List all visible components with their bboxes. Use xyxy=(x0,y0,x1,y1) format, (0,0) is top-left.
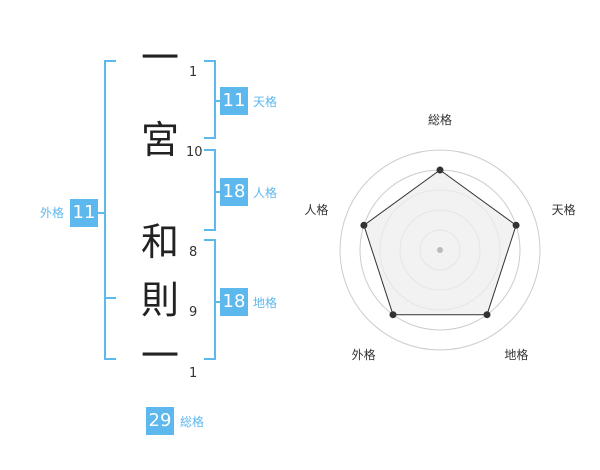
radar-axis-label: 天格 xyxy=(552,202,576,217)
tenkaku-label: 天格 xyxy=(253,95,278,109)
radar-point xyxy=(483,311,491,319)
name-char-2: 宮 xyxy=(140,118,179,162)
name-char-1: 一 xyxy=(140,36,179,80)
stroke-count-4: 9 xyxy=(189,305,198,320)
soukaku-score: 29 xyxy=(146,407,174,435)
jinkaku-bracket xyxy=(204,149,216,231)
gaikaku-score: 11 xyxy=(70,199,98,227)
stroke-count-2: 10 xyxy=(186,145,203,160)
radar-point xyxy=(360,221,368,229)
chikaku-score: 18 xyxy=(220,288,248,316)
stroke-count-3: 8 xyxy=(189,245,198,260)
radar-point xyxy=(436,166,444,174)
tenkaku-score: 11 xyxy=(220,87,248,115)
gaikaku-bracket xyxy=(104,60,116,360)
radar-ring xyxy=(339,149,541,351)
jinkaku-label: 人格 xyxy=(253,186,278,200)
radar-axis-label: 外格 xyxy=(352,347,376,362)
radar-point xyxy=(389,311,397,319)
gaikaku-label: 外格 xyxy=(40,206,65,220)
radar-axis-label: 総格 xyxy=(428,112,452,127)
name-char-5: 一 xyxy=(140,334,179,378)
radar-axis-label: 人格 xyxy=(304,202,328,217)
radar-point xyxy=(512,221,520,229)
name-char-4: 則 xyxy=(140,278,179,322)
radar-area xyxy=(363,169,517,316)
stroke-count-1: 1 xyxy=(189,65,198,80)
jinkaku-score: 18 xyxy=(220,178,248,206)
tenkaku-bracket xyxy=(204,60,216,139)
soukaku-label: 総格 xyxy=(180,415,205,429)
radar-axis-label: 地格 xyxy=(504,347,528,362)
stroke-count-5: 1 xyxy=(189,366,198,381)
chikaku-label: 地格 xyxy=(253,296,278,310)
radar-center-dot xyxy=(437,247,443,253)
chikaku-bracket xyxy=(204,239,216,360)
name-char-3: 和 xyxy=(140,220,179,264)
